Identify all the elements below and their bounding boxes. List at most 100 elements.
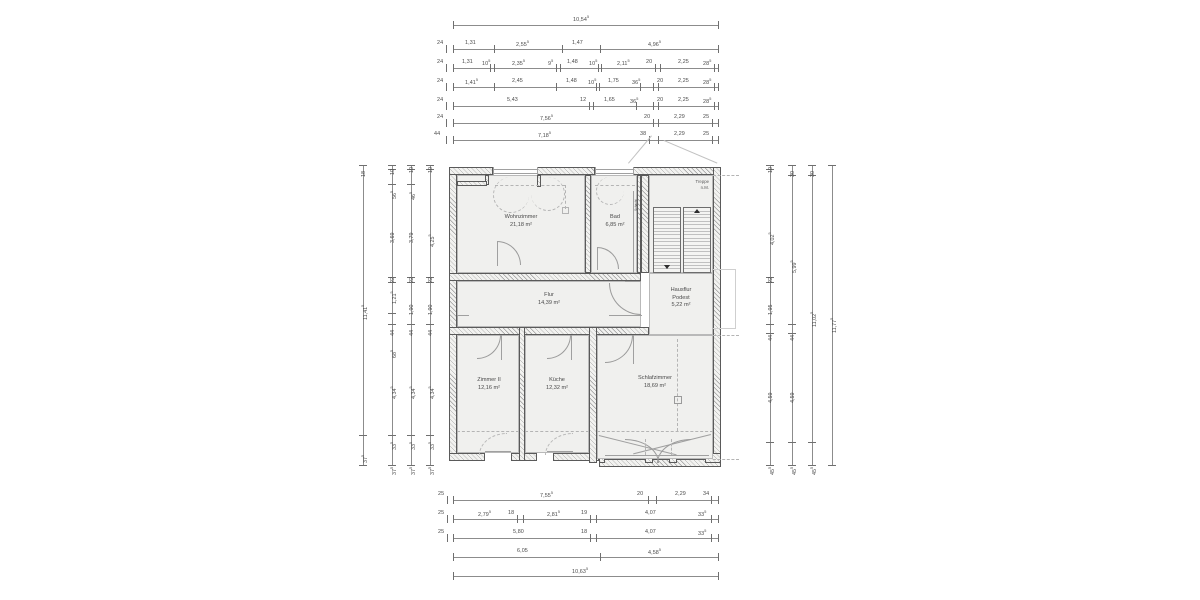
dim-left-0-1: 11,415 <box>361 304 369 320</box>
dim-tick <box>766 277 774 278</box>
dim-tick <box>658 102 659 110</box>
dim-tick <box>359 165 367 166</box>
dim-tick <box>453 83 454 91</box>
dim-right-1-1: 5,995 <box>790 260 798 273</box>
dim-line-right-1 <box>792 165 793 465</box>
room-hausflur-podest <box>649 273 713 335</box>
dim-tick <box>714 83 715 91</box>
dim-tick <box>494 83 495 91</box>
dim-right-0-3: 1,95 <box>768 304 774 316</box>
dim-tick <box>359 435 367 436</box>
dim-tick <box>388 282 396 283</box>
dim-tick <box>589 102 590 110</box>
dim-tick <box>788 442 796 443</box>
dim-left-0-0: 18 <box>361 171 367 177</box>
dim-tick <box>453 45 454 53</box>
dim-tick <box>718 45 719 53</box>
dim-tick <box>600 553 601 561</box>
bay-reveal-h <box>597 431 713 432</box>
dim-top-3-0: 24 <box>437 78 444 84</box>
dim-top-1-0: 24 <box>437 40 444 46</box>
dim-line-top-0 <box>453 25 718 26</box>
exterior-wall-bottom-left <box>449 453 485 461</box>
dim-top-3-3: 1,48 <box>566 78 577 84</box>
dim-tick <box>828 465 836 466</box>
right-dimension-block: 10 4,025 22 1,95 44 4,59 455 30 5,995 44… <box>760 155 850 480</box>
dim-top-6-3: 2,29 <box>674 131 685 137</box>
bay-mullion-2 <box>671 439 672 455</box>
dim-top-3-1: 1,415 <box>465 78 479 86</box>
dim-right-2-1: 11,025 <box>810 311 818 327</box>
dim-left-1-4: 22 <box>390 277 396 283</box>
dim-bottom-3-0: 6,05 <box>517 548 528 554</box>
dim-tick <box>712 136 713 144</box>
room-label-wohnzimmer: Wohnzimmer 21,18 m² <box>475 214 567 229</box>
dim-tick <box>598 64 599 72</box>
flur-niche-left <box>457 315 458 327</box>
dim-tick <box>711 496 712 504</box>
dim-right-0-0: 10 <box>768 167 774 173</box>
dim-top-2-2: 105 <box>482 59 491 67</box>
dim-tick <box>407 184 415 185</box>
dim-line-bottom-1 <box>453 519 718 520</box>
dim-bottom-0-4: 34 <box>703 491 710 497</box>
dim-top-5-0: 24 <box>437 114 444 120</box>
dim-bottom-1-5: 4,07 <box>645 510 656 516</box>
dim-tick <box>766 333 774 334</box>
room-name-hausflur-2: Podest <box>672 294 690 301</box>
stair-label-line2: n.M. <box>700 184 709 190</box>
bay-sill <box>605 455 709 456</box>
dim-tick <box>714 64 715 72</box>
dim-tick <box>453 136 454 144</box>
dim-tick <box>593 102 594 110</box>
dim-left-3-6: 335 <box>428 441 436 450</box>
dim-bottom-2-3: 4,07 <box>645 529 656 535</box>
dim-tick <box>640 83 641 91</box>
dim-tick <box>407 165 415 166</box>
room-label-hausflur: Hausflur Podest 5,22 m² <box>653 287 709 310</box>
dim-bottom-2-2: 18 <box>581 529 588 535</box>
dim-tick <box>453 21 454 29</box>
dim-tick <box>766 442 774 443</box>
dim-tick <box>359 465 367 466</box>
dim-tick <box>718 572 719 580</box>
dim-tick <box>490 64 491 72</box>
dim-top-1-3: 1,47 <box>572 40 583 46</box>
room-name-wohnzimmer: Wohnzimmer <box>504 214 538 220</box>
dim-tick <box>590 515 591 523</box>
wall-zimmer2-kueche <box>519 327 525 461</box>
dim-tick <box>718 534 719 542</box>
dim-tick <box>407 282 415 283</box>
door-lintel-dashed <box>495 185 565 186</box>
window-sill-zimmer2 <box>485 451 511 452</box>
dim-tick <box>808 165 816 166</box>
dim-left-1-1: 565 <box>390 190 398 199</box>
room-name-schlafzimmer: Schlafzimmer <box>638 375 672 381</box>
dim-tick <box>660 64 661 72</box>
dim-tick <box>446 102 447 110</box>
dim-top-5-3: 2,29 <box>674 114 685 120</box>
room-area-schlafzimmer: 18,69 m² <box>643 382 667 389</box>
dim-tick <box>788 324 796 325</box>
dim-line-bottom-4 <box>453 576 718 577</box>
window-top-2 <box>595 169 633 170</box>
dim-right-0-4: 44 <box>768 335 774 341</box>
stair-treads <box>654 208 680 272</box>
flur-niche-top <box>457 315 469 316</box>
room-area-flur: 14,39 m² <box>537 299 561 306</box>
room-name-hausflur: Hausflur <box>670 287 692 293</box>
room-area-kueche: 12,32 m² <box>545 384 569 391</box>
dim-tick <box>658 83 659 91</box>
dim-top-1-2: 2,555 <box>516 40 530 48</box>
stair-arrow-up-icon <box>694 209 700 213</box>
room-area-wohnzimmer: 21,18 m² <box>509 221 533 228</box>
dim-left-1-5: 44 <box>390 330 396 336</box>
dim-left-3-7: 375 <box>428 466 436 475</box>
dim-tick <box>655 64 656 72</box>
bay-reveal-v <box>677 339 678 431</box>
dim-bottom-4-0: 10,635 <box>572 567 589 575</box>
dim-tick <box>426 169 434 170</box>
dim-top-4-5: 20 <box>657 97 664 103</box>
top-dimension-block: 10,545 24 1,31 2,555 1,47 4,965 24 1,31 … <box>0 0 1200 150</box>
dim-tick <box>648 496 649 504</box>
